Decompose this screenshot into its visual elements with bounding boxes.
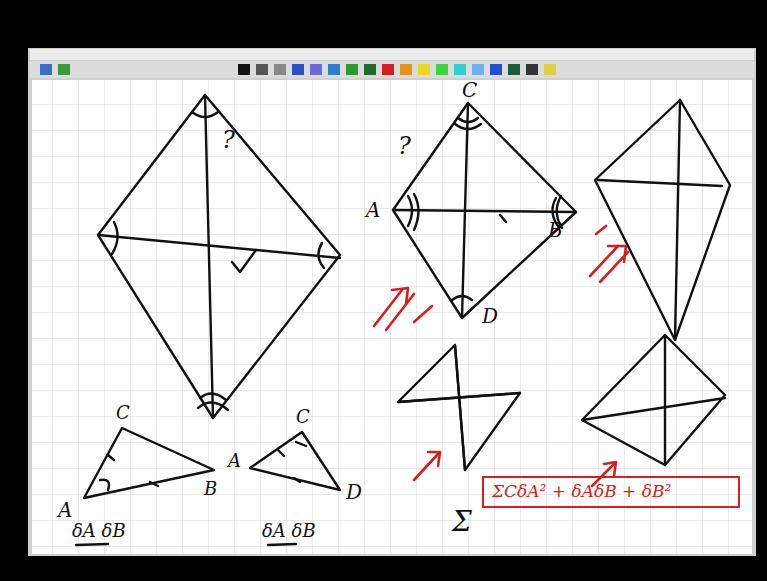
handwritten-label: B bbox=[548, 220, 563, 240]
handwritten-label: ? bbox=[398, 134, 411, 158]
handwritten-label: ? bbox=[222, 128, 235, 152]
handwritten-label: D bbox=[346, 482, 362, 502]
formula-box: ΣCδA² + δAδB + δB² bbox=[482, 476, 740, 508]
handwritten-label: B bbox=[204, 480, 217, 498]
handwritten-label: C bbox=[462, 80, 477, 100]
handwritten-label: A bbox=[228, 452, 241, 470]
handwritten-label: D bbox=[482, 306, 498, 326]
red-arrows bbox=[374, 226, 628, 486]
handwritten-label: δA δB bbox=[72, 522, 126, 540]
handwritten-label: C bbox=[116, 404, 130, 422]
handwritten-label: Σ bbox=[452, 508, 472, 536]
handwritten-label: C bbox=[296, 408, 310, 426]
color-swatches bbox=[40, 64, 556, 75]
handwritten-label: A bbox=[366, 200, 380, 220]
formula-text: ΣCδA² + δAδB + δB² bbox=[492, 482, 730, 502]
handwritten-label: δA δB bbox=[262, 522, 316, 540]
handwritten-label: A bbox=[58, 500, 72, 520]
